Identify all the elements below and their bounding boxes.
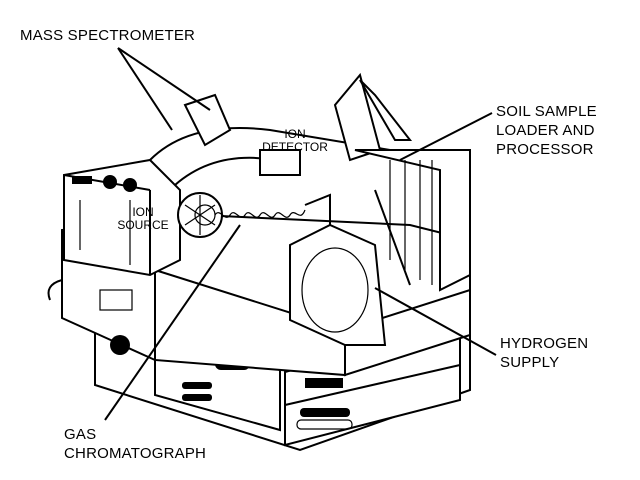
label-gas-line-2: CHROMATOGRAPH — [64, 445, 207, 462]
label-gas-line-1: GAS — [64, 426, 97, 443]
label-soil-line-1: SOIL SAMPLE — [496, 103, 597, 120]
label-hydrogen-line-2: SUPPLY — [500, 354, 560, 371]
label-soil-line-3: PROCESSOR — [496, 141, 594, 158]
label-gas-chromatograph: GAS CHROMATOGRAPH — [64, 425, 206, 463]
label-ion-detector-line-1: ION — [284, 127, 306, 141]
mass-spectrometer-body — [149, 72, 413, 186]
label-soil-sample-loader: SOIL SAMPLE LOADER AND PROCESSOR — [496, 102, 597, 159]
label-soil-line-2: LOADER AND — [496, 122, 595, 139]
gas-chromatograph-coil — [214, 193, 331, 225]
soil-sample-loader — [354, 149, 471, 292]
label-mass-spectrometer: MASS SPECTROMETER — [20, 27, 196, 44]
label-ion-detector: ION DETECTOR — [240, 128, 350, 154]
left-cabinet — [63, 158, 181, 277]
label-ion-source-line-2: SOURCE — [117, 218, 169, 232]
leader-lines — [104, 47, 497, 421]
label-hydrogen-line-1: HYDROGEN — [500, 335, 589, 352]
label-ion-source-line-1: ION — [132, 205, 154, 219]
label-ion-source: ION SOURCE — [108, 206, 178, 232]
label-ion-detector-line-2: DETECTOR — [262, 140, 328, 154]
label-hydrogen-supply: HYDROGEN SUPPLY — [500, 334, 588, 372]
hydrogen-tank — [289, 223, 387, 346]
